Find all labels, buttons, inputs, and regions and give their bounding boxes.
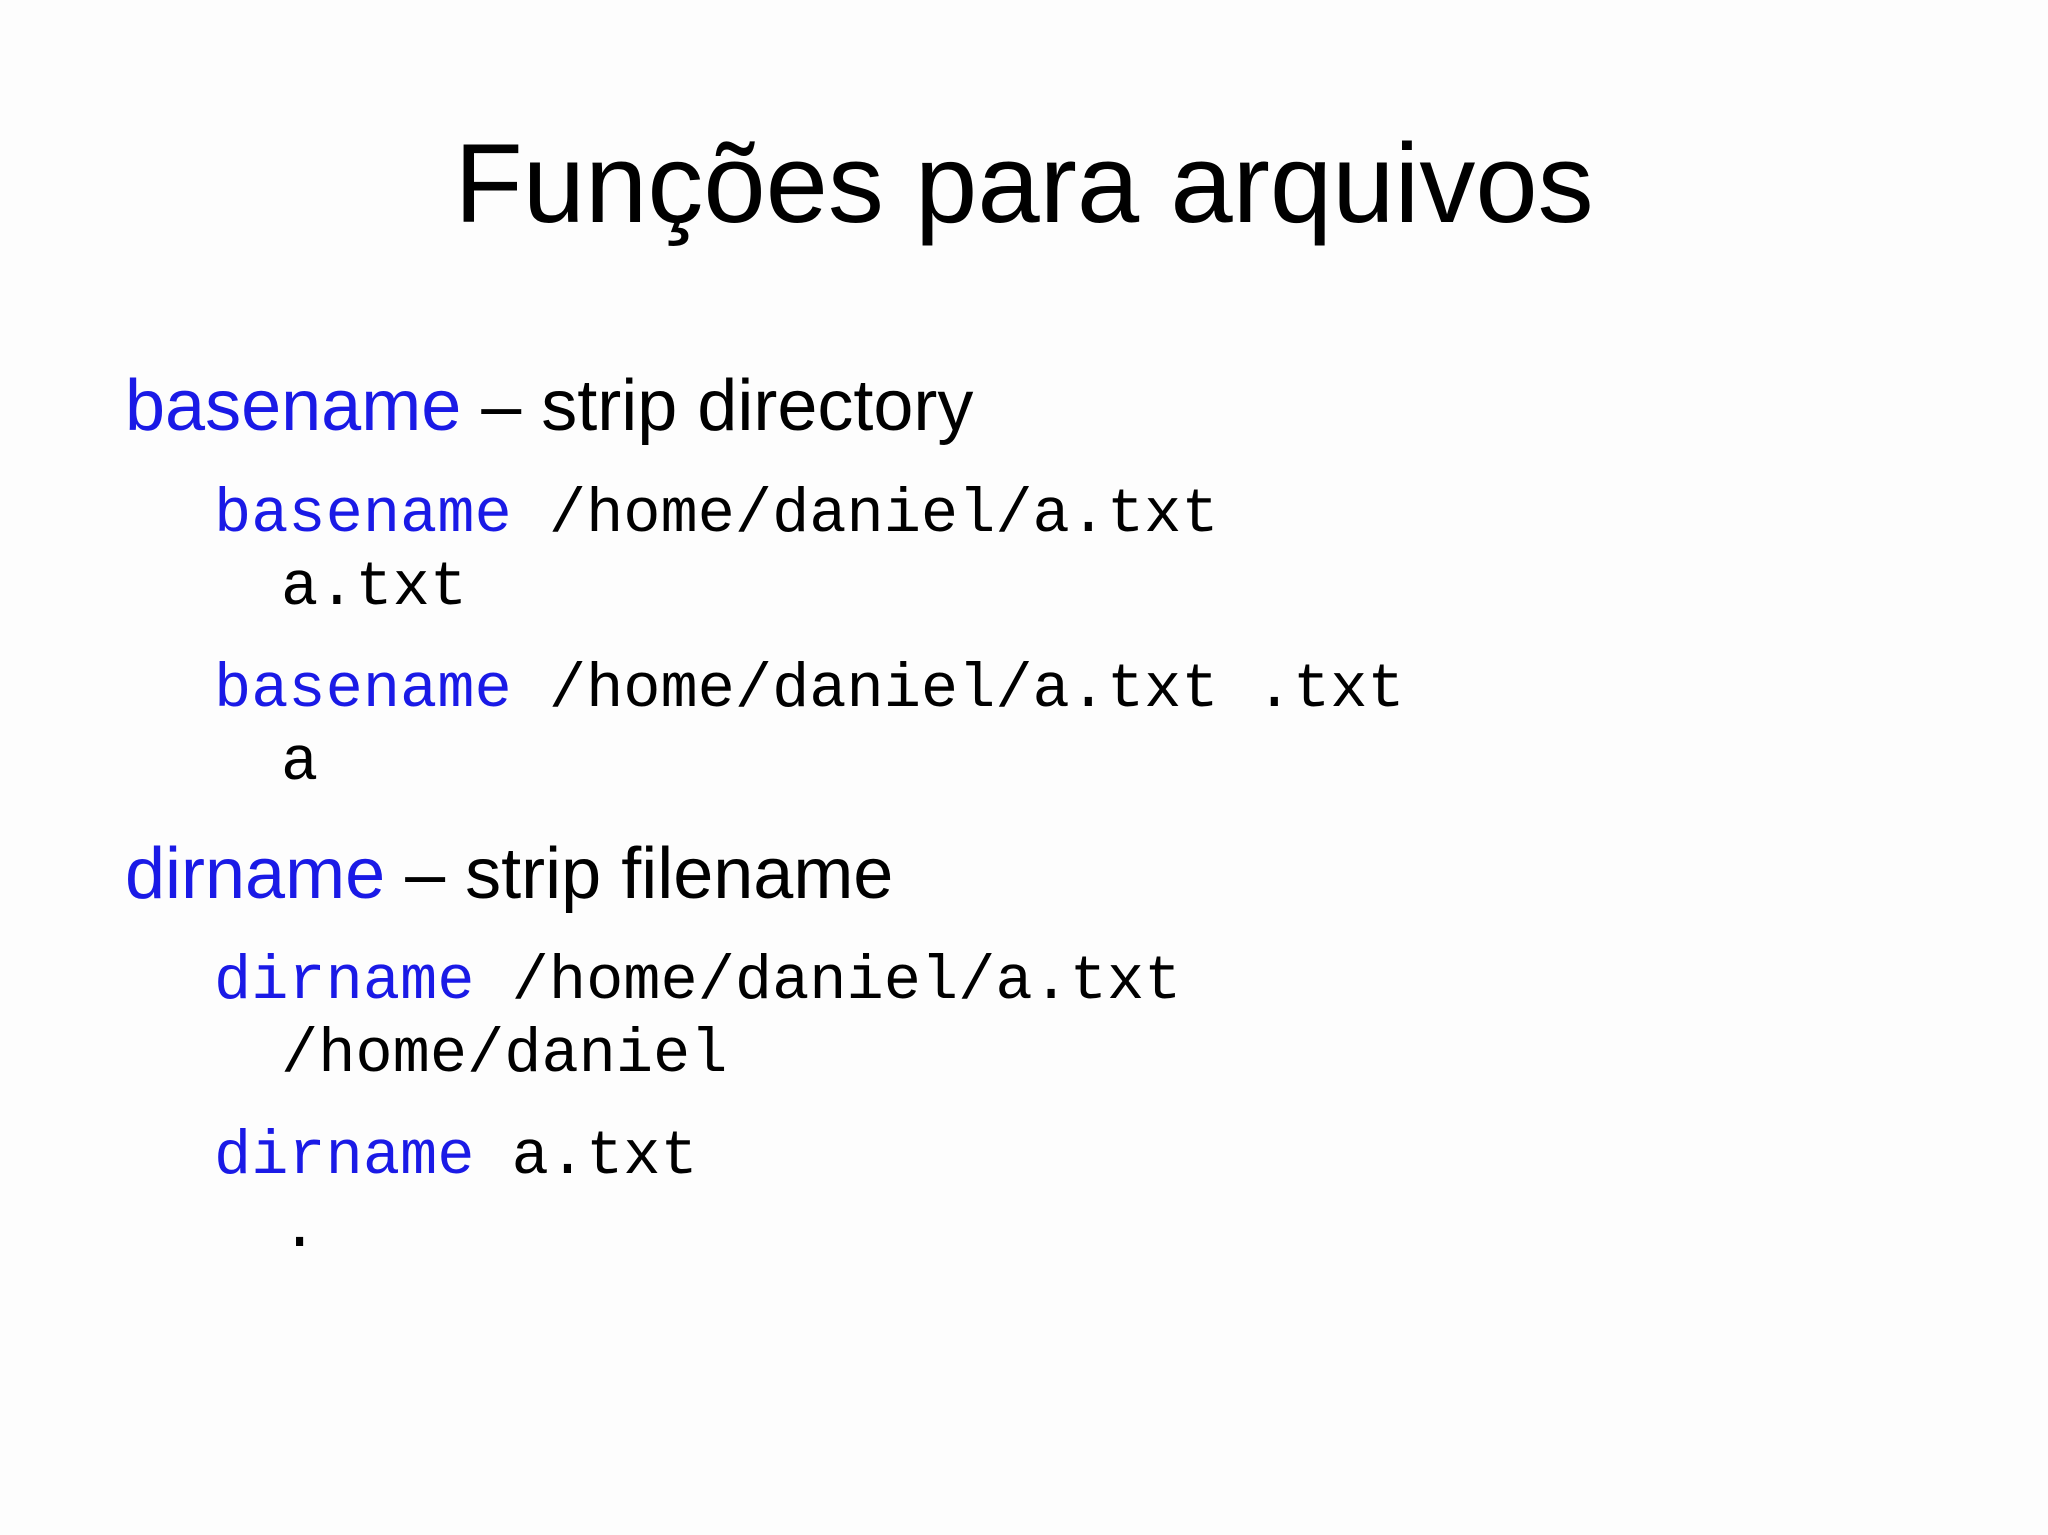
example-output: /home/daniel <box>281 1019 728 1090</box>
slide-title: Funções para arquivos <box>454 121 1594 246</box>
example-args: /home/daniel/a.txt <box>511 479 1219 550</box>
example-output: a.txt <box>281 552 468 623</box>
example-command-line: dirname /home/daniel/a.txt <box>214 951 1181 1013</box>
example-command: dirname <box>214 1121 475 1192</box>
example-command: dirname <box>214 946 475 1017</box>
example-output: . <box>281 1194 319 1265</box>
example-command-line: basename /home/daniel/a.txt <box>214 484 1219 546</box>
section-description: – strip directory <box>461 366 974 446</box>
example-args: /home/daniel/a.txt .txt <box>511 654 1405 725</box>
example-args: a.txt <box>474 1121 698 1192</box>
example-command-line: dirname a.txt <box>214 1126 698 1188</box>
section-heading-basename: basename – strip directory <box>125 370 973 442</box>
section-command: dirname <box>125 834 386 914</box>
example-args: /home/daniel/a.txt <box>474 946 1182 1017</box>
example-command: basename <box>214 479 512 550</box>
example-command: basename <box>214 654 512 725</box>
example-output: a <box>281 727 319 798</box>
example-command-line: basename /home/daniel/a.txt .txt <box>214 659 1405 721</box>
section-description: – strip filename <box>385 834 894 914</box>
section-heading-dirname: dirname – strip filename <box>125 838 893 910</box>
section-command: basename <box>125 366 462 446</box>
